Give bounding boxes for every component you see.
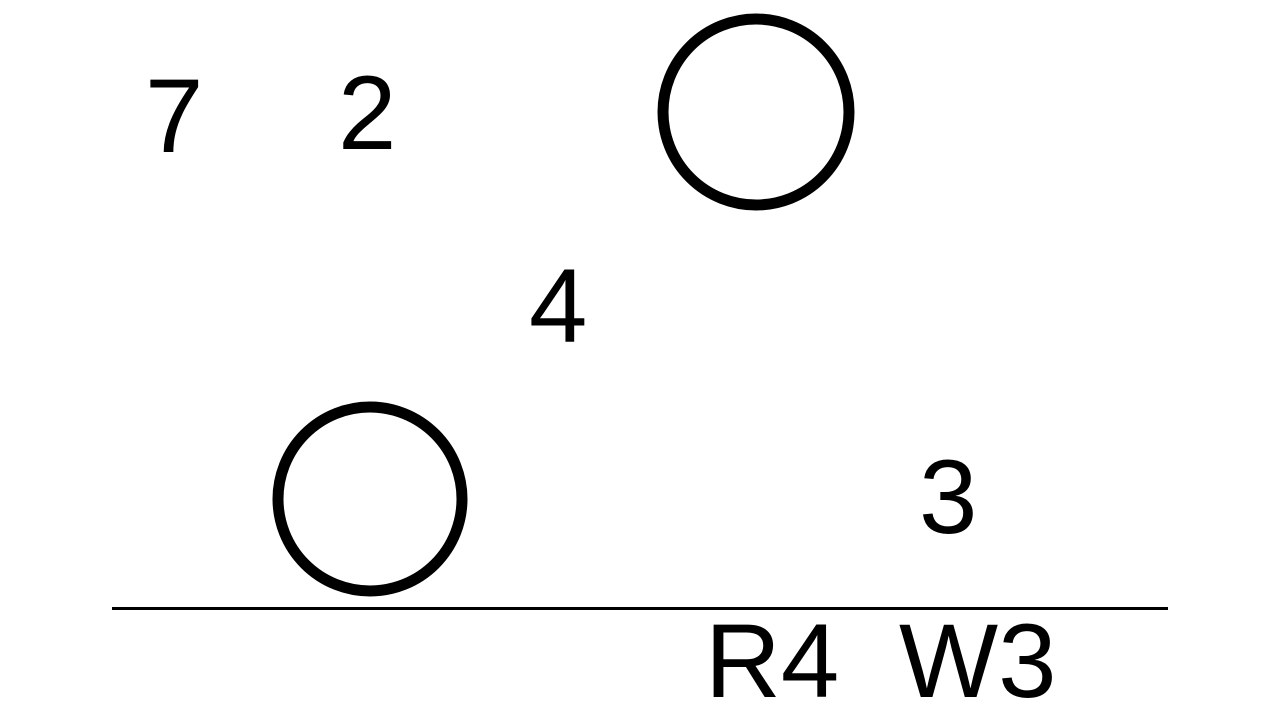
answer-digit-7: 7 [145, 58, 204, 175]
answer-digit-2: 2 [338, 55, 397, 172]
score-right-count: R4 [705, 603, 840, 720]
score-wrong-count: W3 [899, 603, 1057, 720]
correct-circle-mark-bottom [272, 401, 468, 597]
answer-digit-3: 3 [919, 439, 978, 556]
score-underline [112, 607, 1168, 610]
correct-circle-mark-top [657, 13, 855, 211]
answer-digit-4: 4 [529, 248, 588, 365]
